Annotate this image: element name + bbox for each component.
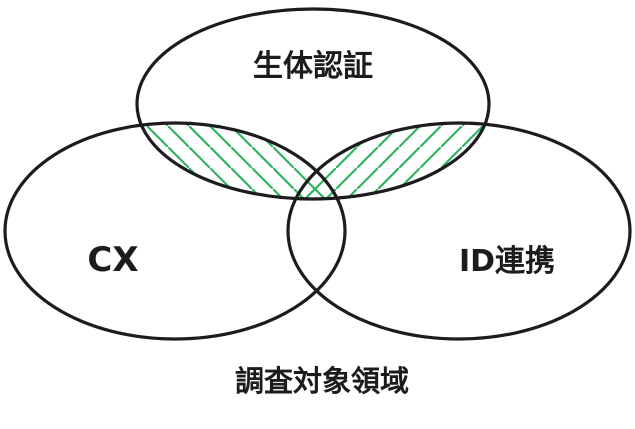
hatch-regions: [137, 123, 489, 199]
label-cx: CX: [87, 240, 138, 280]
hatch-region-biometric-cx: [137, 123, 345, 199]
hatch-region-biometric-id: [288, 123, 489, 199]
label-biometric: 生体認証: [253, 49, 373, 84]
label-id-federation: ID連携: [459, 244, 555, 279]
diagram-caption: 調査対象領域: [235, 364, 409, 398]
circle-cx: [3, 121, 347, 341]
circle-id-federation: [286, 121, 632, 341]
circle-biometric: [135, 7, 491, 201]
